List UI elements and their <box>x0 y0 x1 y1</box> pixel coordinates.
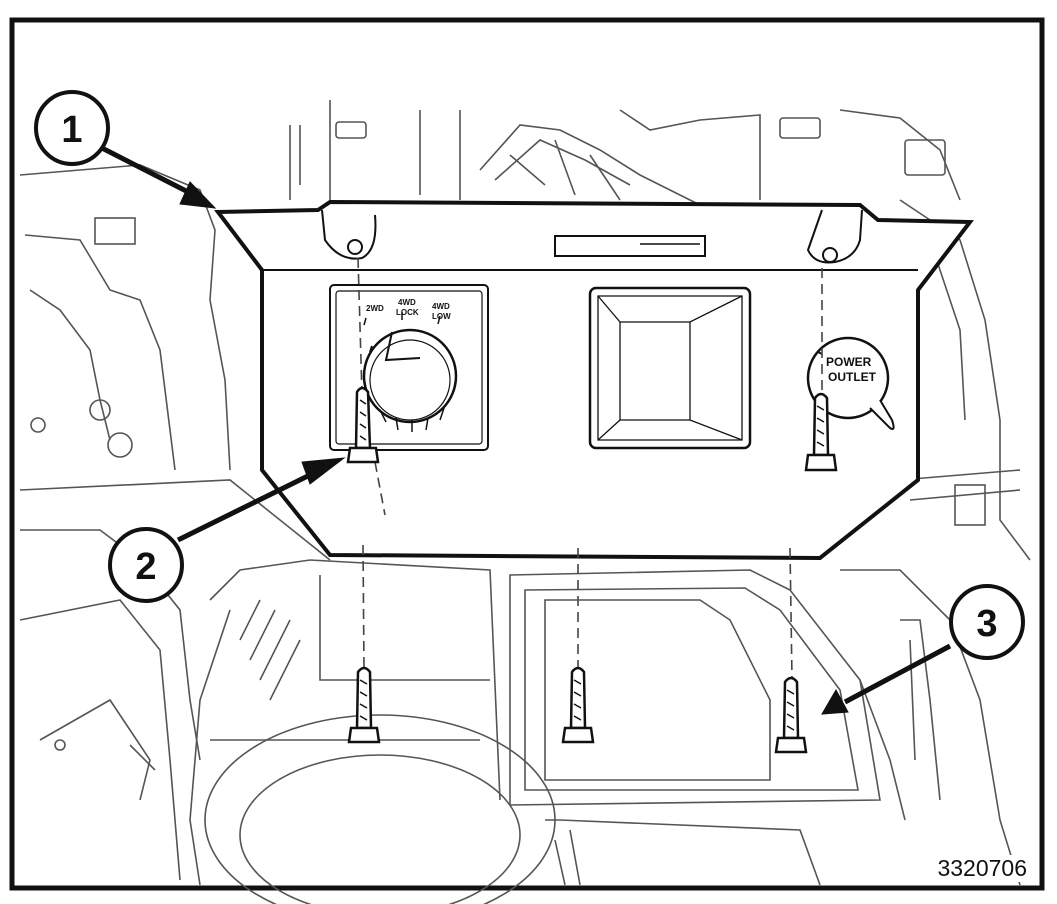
callout-arrow-1 <box>96 143 194 197</box>
callout-3-number: 3 <box>976 603 997 645</box>
transfer-case-knob <box>362 328 458 424</box>
callout-arrows <box>96 143 952 715</box>
outlet-labels: POWER OUTLET <box>826 355 877 384</box>
callout-arrow-2 <box>176 467 322 543</box>
switch-label-4wd-low-top: 4WD <box>432 302 450 311</box>
screw-lower-center <box>561 666 595 744</box>
callout-1: 1 <box>34 90 110 166</box>
screw-upper-right <box>804 392 838 472</box>
fastener-path-lines <box>357 257 823 679</box>
screw-upper-left <box>346 386 380 464</box>
bezel-panel <box>214 199 974 561</box>
callout-2: 2 <box>108 527 184 603</box>
figure-id: 3320706 <box>935 855 1029 882</box>
callout-2-number: 2 <box>135 546 156 588</box>
switch-labels: 2WD 4WD LOCK 4WD LOW <box>366 298 451 321</box>
switch-label-4wd-low-bottom: LOW <box>432 312 451 321</box>
dashboard-background <box>19 100 1031 904</box>
callout-arrow-3 <box>843 643 952 705</box>
outlet-label-outlet: OUTLET <box>828 370 877 384</box>
switch-label-2wd: 2WD <box>366 304 384 313</box>
callout-1-number: 1 <box>61 109 82 151</box>
switch-label-4wd-lock-top: 4WD <box>398 298 416 307</box>
switch-label-4wd-lock-bottom: LOCK <box>396 308 419 317</box>
outlet-label-power: POWER <box>826 355 872 369</box>
screw-lower-left <box>347 666 381 744</box>
screw-lower-right <box>774 676 808 754</box>
callout-3: 3 <box>949 584 1025 660</box>
